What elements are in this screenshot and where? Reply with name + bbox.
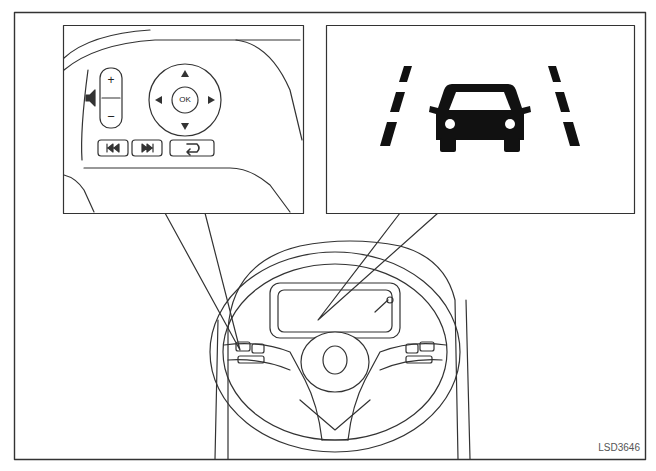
- spoke-switch: [252, 344, 264, 353]
- cluster-needle: [375, 300, 388, 312]
- dashboard-edge: [215, 320, 218, 459]
- wheel-rim: [210, 252, 460, 452]
- callout-box: [327, 26, 635, 214]
- lane-indicator-icon: [380, 66, 580, 152]
- arrow-left: [155, 96, 162, 104]
- wheel-spoke: [300, 400, 370, 430]
- spoke-switch: [238, 356, 264, 363]
- wheel-hub: [301, 332, 369, 392]
- ok-button: [172, 87, 198, 113]
- volume-down-symbol: −: [107, 110, 115, 123]
- wheel-spoke: [322, 439, 348, 440]
- arrow-right: [208, 96, 215, 104]
- back-icon: [187, 144, 199, 155]
- arrow-down: [181, 123, 189, 130]
- hub-logo: [323, 346, 347, 374]
- dashboard-edge: [466, 300, 470, 459]
- wheel-rim-detail: [64, 40, 300, 70]
- cluster-knob: [387, 297, 393, 303]
- rocker-divider: [102, 97, 120, 98]
- volume-up-symbol: +: [107, 74, 114, 86]
- arrow-up: [181, 70, 189, 77]
- figure-code: LSD3646: [598, 443, 640, 453]
- skip-forward-icon: [142, 144, 153, 152]
- skip-back-button: [98, 140, 128, 156]
- spoke-outline: [84, 168, 290, 212]
- spoke-outline: [82, 70, 88, 160]
- spoke-outline: [64, 175, 94, 212]
- wheel-rim-detail: [64, 30, 150, 58]
- figure-frame: [15, 13, 646, 460]
- spoke-switch: [406, 356, 432, 363]
- instrument-cluster: [270, 283, 400, 338]
- spoke-switch: [420, 342, 434, 351]
- back-button: [170, 140, 214, 156]
- volume-rocker: [100, 68, 122, 128]
- d-pad: [149, 64, 221, 136]
- spoke-switch: [406, 344, 418, 353]
- ok-button-label: OK: [179, 96, 191, 104]
- wheel-rim-inner: [223, 264, 447, 440]
- wheel-rim-detail: [236, 40, 302, 140]
- wheel-spoke: [380, 360, 442, 370]
- speaker-icon: [86, 90, 95, 106]
- leader-line: [165, 213, 240, 350]
- dashboard: [228, 241, 458, 459]
- leader-line: [318, 213, 438, 320]
- callout-box: [64, 26, 304, 214]
- skip-back-icon: [107, 144, 119, 152]
- cluster-screen: [278, 290, 392, 332]
- wheel-spoke: [228, 360, 290, 370]
- skip-forward-button: [132, 140, 162, 156]
